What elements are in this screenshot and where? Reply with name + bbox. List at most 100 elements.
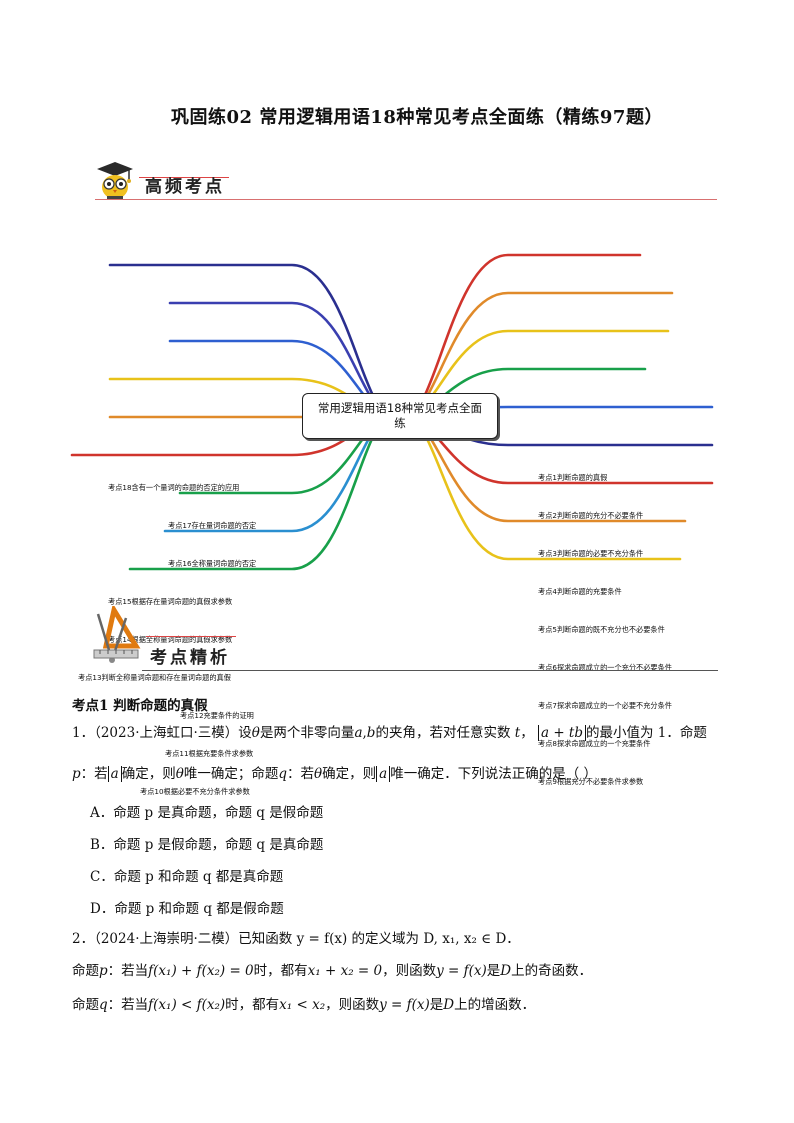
option-c[interactable]: C．命题 p 和命题 q 都是真命题 xyxy=(90,867,323,899)
text: 的夹角，若对任意实数 xyxy=(375,725,511,741)
math-expression: x₁ < x₂ xyxy=(279,997,326,1013)
question-2-line2: 命题p：若当f(x₁) + f(x₂) = 0时，都有x₁ + x₂ = 0，则… xyxy=(72,961,592,981)
mindmap-topic-left: 考点13判断全称量词命题和存在量词命题的真假 xyxy=(78,673,231,682)
text: 时，都有 xyxy=(253,963,308,979)
math-abs-a: a xyxy=(376,766,391,782)
math-theta: θ xyxy=(175,766,184,782)
mindmap-topic-left: 考点16全称量词命题的否定 xyxy=(168,559,257,568)
mindmap-topic-right: 考点6探求命题成立的一个充分不必要条件 xyxy=(538,663,672,672)
banner1-underline xyxy=(139,177,229,178)
text: ， xyxy=(520,725,534,741)
math-expression: f(x₁) + f(x₂) = 0 xyxy=(148,963,254,979)
option-label: C． xyxy=(90,869,114,885)
section-heading: 考点1 判断命题的真假 xyxy=(72,698,208,714)
text: 命题 xyxy=(72,997,99,1013)
mindmap-topic-right: 考点8探求命题成立的一个充要条件 xyxy=(538,739,651,748)
option-label: A． xyxy=(90,805,114,821)
vector-b: b xyxy=(366,725,376,741)
text: ：若 xyxy=(80,766,108,782)
text: ，则函数 xyxy=(325,997,380,1013)
text: 是 xyxy=(486,963,501,979)
text: 的最小值为 1．命题 xyxy=(586,725,707,741)
option-text: 命题 p 是假命题，命题 q 是真命题 xyxy=(113,837,324,853)
text: 时，都有 xyxy=(225,997,280,1013)
question-source: （2024·上海崇明·二模） xyxy=(94,931,239,947)
math-expression: f(x₁) < f(x₂) xyxy=(148,997,226,1013)
math-abs-a: a xyxy=(107,766,122,782)
banner-high-frequency: 高频考点 xyxy=(95,160,717,204)
math-expression: y = f(x) xyxy=(379,997,430,1013)
math-p: p xyxy=(99,963,108,979)
option-a[interactable]: A．命题 p 是真命题，命题 q 是假命题 xyxy=(90,803,323,835)
question-2-line1: 2．（2024·上海崇明·二模）已知函数 y = f(x) 的定义域为 D, x… xyxy=(72,929,520,949)
question-1-line1: 1．（2023·上海虹口·三模）设θ是两个非零向量a,b的夹角，若对任意实数 t… xyxy=(72,723,732,743)
mindmap-topic-left: 考点11根据充要条件求参数 xyxy=(165,749,254,758)
question-1-options: A．命题 p 是真命题，命题 q 是假命题 B．命题 p 是假命题，命题 q 是… xyxy=(90,803,323,931)
text: 上的奇函数． xyxy=(511,963,593,979)
mindmap-topic-left: 考点12充要条件的证明 xyxy=(180,711,254,720)
text: 确定，则 xyxy=(121,766,176,782)
vector-a: a xyxy=(354,725,363,741)
math-q: q xyxy=(278,766,288,782)
math-D: D xyxy=(443,997,455,1013)
option-text: 命题 p 和命题 q 都是真命题 xyxy=(113,869,284,885)
text: 是 xyxy=(429,997,444,1013)
mindmap-topic-left: 考点17存在量词命题的否定 xyxy=(168,521,257,530)
math-abs-expression: a + tb xyxy=(537,725,586,741)
question-number: 1． xyxy=(72,725,95,741)
banner2-underline xyxy=(146,636,236,637)
mindmap-topic-right: 考点5判断命题的既不充分也不必要条件 xyxy=(538,625,665,634)
text: ：若 xyxy=(287,766,315,782)
question-number: 2． xyxy=(72,931,95,947)
banner-analysis: 考点精析 xyxy=(92,606,718,672)
option-b[interactable]: B．命题 p 是假命题，命题 q 是真命题 xyxy=(90,835,323,867)
banner1-divider xyxy=(95,199,717,200)
text: 设 xyxy=(238,725,252,741)
mindmap-topic-left: 考点10根据必要不充分条件求参数 xyxy=(140,787,250,796)
question-2-line3: 命题q：若当f(x₁) < f(x₂)时，都有x₁ < x₂，则函数y = f(… xyxy=(72,995,535,1015)
banner2-divider xyxy=(142,670,718,671)
option-label: B． xyxy=(90,837,114,853)
mindmap-topic-left: 考点18含有一个量词的命题的否定的应用 xyxy=(108,483,240,492)
ruler-compass-icon xyxy=(93,606,141,663)
math-D: D xyxy=(500,963,512,979)
text: 命题 xyxy=(72,963,99,979)
text: ：若当 xyxy=(107,963,149,979)
banner2-title: 考点精析 xyxy=(150,648,230,668)
mindmap-topic-right: 考点3判断命题的必要不充分条件 xyxy=(538,549,644,558)
text: 上的增函数． xyxy=(454,997,536,1013)
mindmap-branch-right xyxy=(404,253,642,418)
mindmap-topic-right: 考点7探求命题成立的一个必要不充分条件 xyxy=(538,701,672,710)
text: , xyxy=(362,725,367,741)
banner1-title: 高频考点 xyxy=(145,177,225,197)
option-d[interactable]: D．命题 p 和命题 q 都是假命题 xyxy=(90,899,323,931)
mindmap-center-node: 常用逻辑用语18种常见考点全面练 xyxy=(302,393,498,439)
option-text: 命题 p 是真命题，命题 q 是假命题 xyxy=(113,805,324,821)
mindmap-topic-right: 考点1判断命题的真假 xyxy=(538,473,608,482)
text: 是两个非零向量 xyxy=(259,725,355,741)
math-expression: y = f(x) xyxy=(436,963,487,979)
mindmap-topic-left: 考点14根据全称量词命题的真假求参数 xyxy=(108,635,233,644)
owl-graduate-icon xyxy=(97,162,133,199)
option-text: 命题 p 和命题 q 都是假命题 xyxy=(114,901,284,917)
text: 唯一确定；命题 xyxy=(183,766,279,782)
math-t: t xyxy=(514,725,521,741)
text: ，则函数 xyxy=(382,963,437,979)
math-expression: x₁ + x₂ = 0 xyxy=(307,963,383,979)
text: 已知函数 y = f(x) 的定义域为 D, x₁, x₂ ∈ D． xyxy=(238,931,520,947)
text: 确定，则 xyxy=(322,766,377,782)
text: ：若当 xyxy=(107,997,149,1013)
mindmap-topic-left: 考点15根据存在量词命题的真假求参数 xyxy=(108,597,233,606)
math-theta: θ xyxy=(314,766,323,782)
mindmap-topic-right: 考点9根据充分不必要条件求参数 xyxy=(538,777,644,786)
math-p: p xyxy=(72,766,81,782)
question-source: （2023·上海虹口·三模） xyxy=(94,725,239,741)
option-label: D． xyxy=(90,901,115,917)
mindmap-topic-right: 考点2判断命题的充分不必要条件 xyxy=(538,511,644,520)
text: 唯一确定．下列说法正确的是（ ） xyxy=(390,766,598,782)
math-q: q xyxy=(99,997,108,1013)
math-theta: θ xyxy=(251,725,260,741)
mindmap-topic-right: 考点4判断命题的充要条件 xyxy=(538,587,622,596)
page-title: 巩固练02 常用逻辑用语18种常见考点全面练（精练97题） xyxy=(171,107,663,128)
